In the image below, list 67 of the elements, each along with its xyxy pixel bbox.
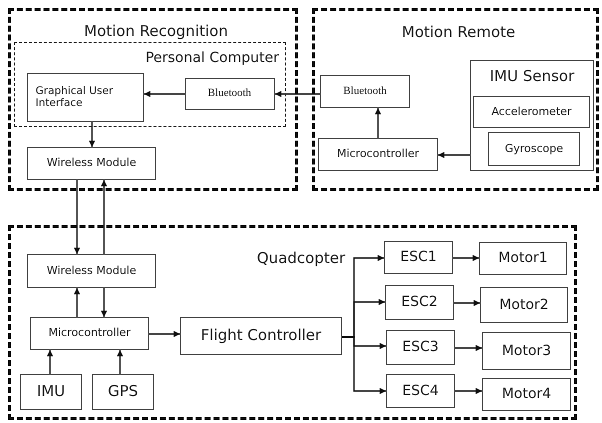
arrow bbox=[100, 180, 108, 254]
box-label: ESC1 bbox=[400, 249, 437, 266]
box-label: ESC3 bbox=[402, 339, 439, 356]
arrow bbox=[116, 350, 124, 374]
arrow bbox=[374, 108, 382, 138]
arrow bbox=[100, 288, 108, 317]
box-label: Wireless Module bbox=[46, 157, 136, 170]
component-box bbox=[27, 254, 156, 288]
box-label: Microcontroller bbox=[336, 148, 420, 161]
box-label: Graphical User Interface bbox=[34, 84, 114, 110]
component-box bbox=[482, 332, 571, 370]
group-heading: IMU Sensor bbox=[488, 68, 576, 86]
arrow bbox=[74, 180, 80, 254]
box-label: Microcontroller bbox=[48, 327, 131, 340]
arrow bbox=[144, 90, 185, 98]
component-box bbox=[26, 72, 144, 122]
component-box bbox=[385, 285, 454, 320]
box-label: Motor4 bbox=[502, 386, 552, 403]
component-box bbox=[480, 287, 568, 323]
box-label: Motor3 bbox=[502, 342, 552, 360]
box-label: ESC2 bbox=[401, 294, 438, 311]
box-label: ESC4 bbox=[402, 382, 439, 400]
box-label: Motor1 bbox=[498, 250, 548, 267]
arrow bbox=[455, 388, 482, 394]
dashed-group-frame bbox=[8, 225, 577, 420]
box-label: Wireless Module bbox=[46, 264, 136, 278]
dashed-group-frame bbox=[8, 8, 298, 191]
group-heading: Personal Computer bbox=[144, 50, 279, 66]
component-box bbox=[318, 138, 438, 171]
component-box bbox=[320, 75, 410, 108]
box-label: Bluetooth bbox=[208, 87, 252, 100]
component-box bbox=[386, 330, 455, 365]
component-box bbox=[27, 147, 156, 180]
component-box bbox=[386, 374, 455, 408]
box-label: Flight Controller bbox=[200, 327, 322, 345]
group-heading: Motion Recognition bbox=[83, 23, 229, 40]
component-box bbox=[384, 241, 453, 274]
box-label: IMU bbox=[36, 383, 66, 401]
box-label: GPS bbox=[108, 383, 138, 401]
group-heading: Quadcopter bbox=[256, 250, 346, 268]
arrow bbox=[455, 344, 482, 352]
component-box bbox=[92, 374, 154, 410]
arrow bbox=[342, 336, 386, 394]
component-box bbox=[184, 78, 274, 110]
box-label: Gyroscope bbox=[504, 142, 564, 156]
component-box bbox=[482, 378, 571, 411]
dashed-group-frame bbox=[14, 42, 286, 127]
component-box bbox=[488, 132, 580, 166]
box-label: Accelerometer bbox=[491, 106, 572, 118]
component-box bbox=[180, 317, 342, 355]
arrow bbox=[438, 152, 470, 158]
arrow bbox=[453, 254, 479, 262]
arrow bbox=[275, 90, 320, 98]
component-box bbox=[479, 242, 567, 275]
group-heading: Motion Remote bbox=[400, 24, 516, 42]
arrow bbox=[454, 300, 480, 306]
arrow bbox=[46, 350, 54, 374]
arrow bbox=[149, 330, 180, 338]
box-label: Motor2 bbox=[499, 296, 549, 314]
arrow bbox=[88, 122, 96, 147]
component-box bbox=[20, 374, 82, 410]
component-box bbox=[30, 317, 149, 350]
component-box bbox=[473, 96, 590, 128]
arrow bbox=[74, 288, 80, 317]
box-label: Bluetooth bbox=[343, 85, 387, 98]
component-box bbox=[470, 60, 594, 171]
dashed-group-frame bbox=[312, 8, 599, 191]
